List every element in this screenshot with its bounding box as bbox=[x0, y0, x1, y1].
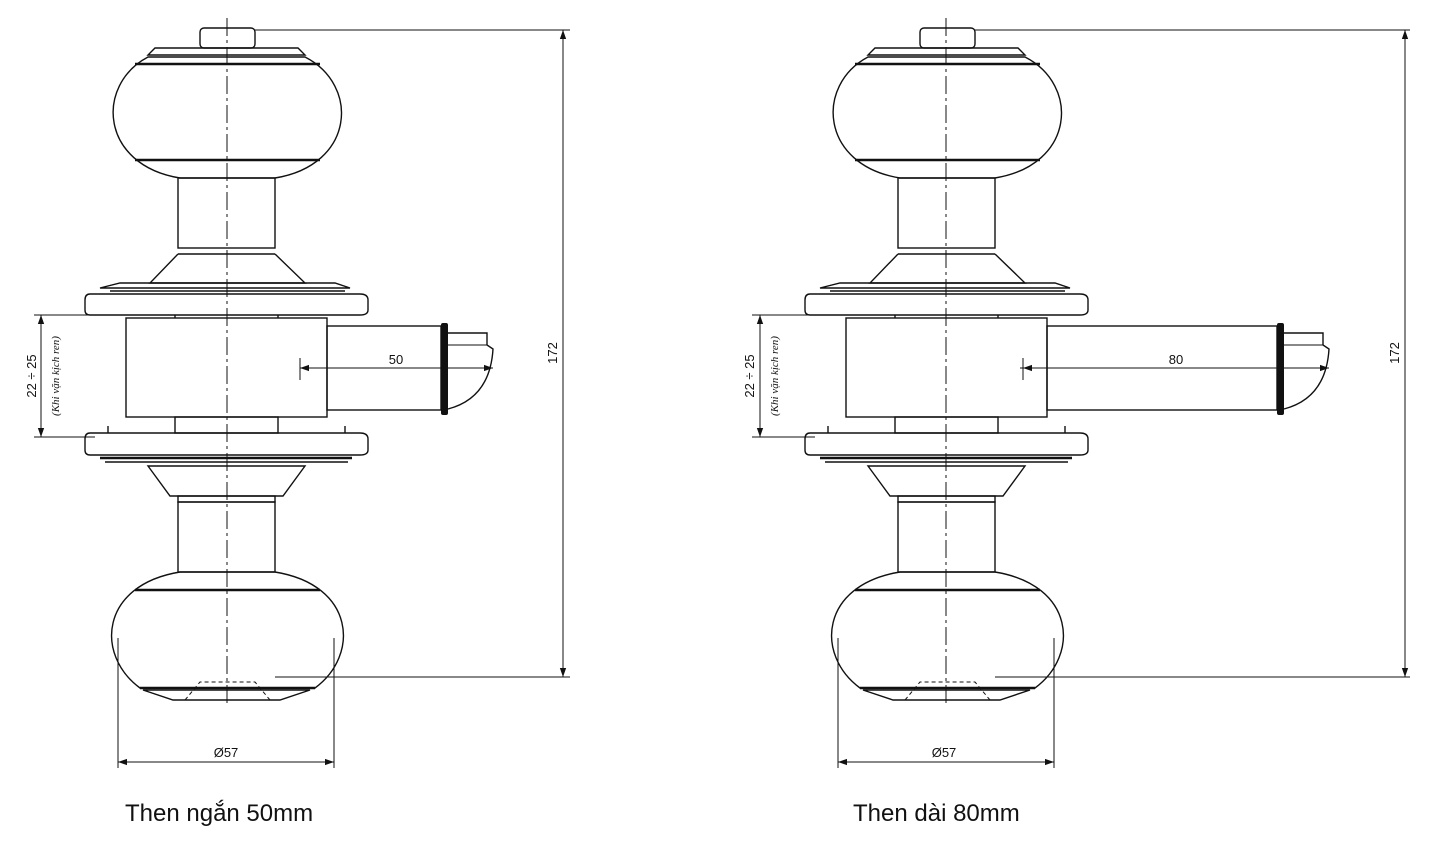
thickness-range-label: 22 ÷ 25 bbox=[742, 354, 757, 397]
caption-long-latch: Then dài 80mm bbox=[853, 800, 1020, 827]
knob-view-short-latch: 172 Ø57 22 ÷ 25 (Khi vặn kịch ren) 50 bbox=[24, 18, 570, 768]
latch-bolt bbox=[1046, 323, 1330, 415]
diameter-dimension: Ø57 bbox=[837, 638, 1055, 768]
diameter-label: Ø57 bbox=[932, 745, 957, 760]
thickness-dimension: 22 ÷ 25 (Khi vặn kịch ren) bbox=[742, 314, 815, 438]
diameter-dimension: Ø57 bbox=[117, 638, 335, 768]
thickness-dimension: 22 ÷ 25 (Khi vặn kịch ren) bbox=[24, 314, 95, 438]
height-label: 172 bbox=[545, 342, 560, 364]
latch-length-label: 50 bbox=[389, 352, 403, 367]
latch-length-dimension: 80 bbox=[1023, 352, 1329, 372]
upper-rosette bbox=[804, 253, 1089, 316]
caption-short-latch: Then ngắn 50mm bbox=[125, 800, 314, 827]
latch-length-label: 80 bbox=[1169, 352, 1183, 367]
height-dimension: 172 bbox=[975, 29, 1410, 678]
thickness-note: (Khi vặn kịch ren) bbox=[769, 336, 781, 416]
latch-length-dimension: 50 bbox=[300, 352, 493, 372]
thickness-range-label: 22 ÷ 25 bbox=[24, 354, 39, 397]
top-cap bbox=[919, 27, 976, 49]
diameter-label: Ø57 bbox=[214, 745, 239, 760]
upper-knob bbox=[832, 47, 1062, 179]
thickness-note: (Khi vặn kịch ren) bbox=[50, 336, 62, 416]
height-dimension: 172 bbox=[255, 29, 570, 678]
height-label: 172 bbox=[1387, 342, 1402, 364]
latch-bolt bbox=[326, 323, 494, 415]
lower-knob bbox=[830, 571, 1065, 701]
knob-view-long-latch: 172 Ø57 22 ÷ 25 (Khi vặn kịch ren) 80 bbox=[742, 18, 1410, 768]
